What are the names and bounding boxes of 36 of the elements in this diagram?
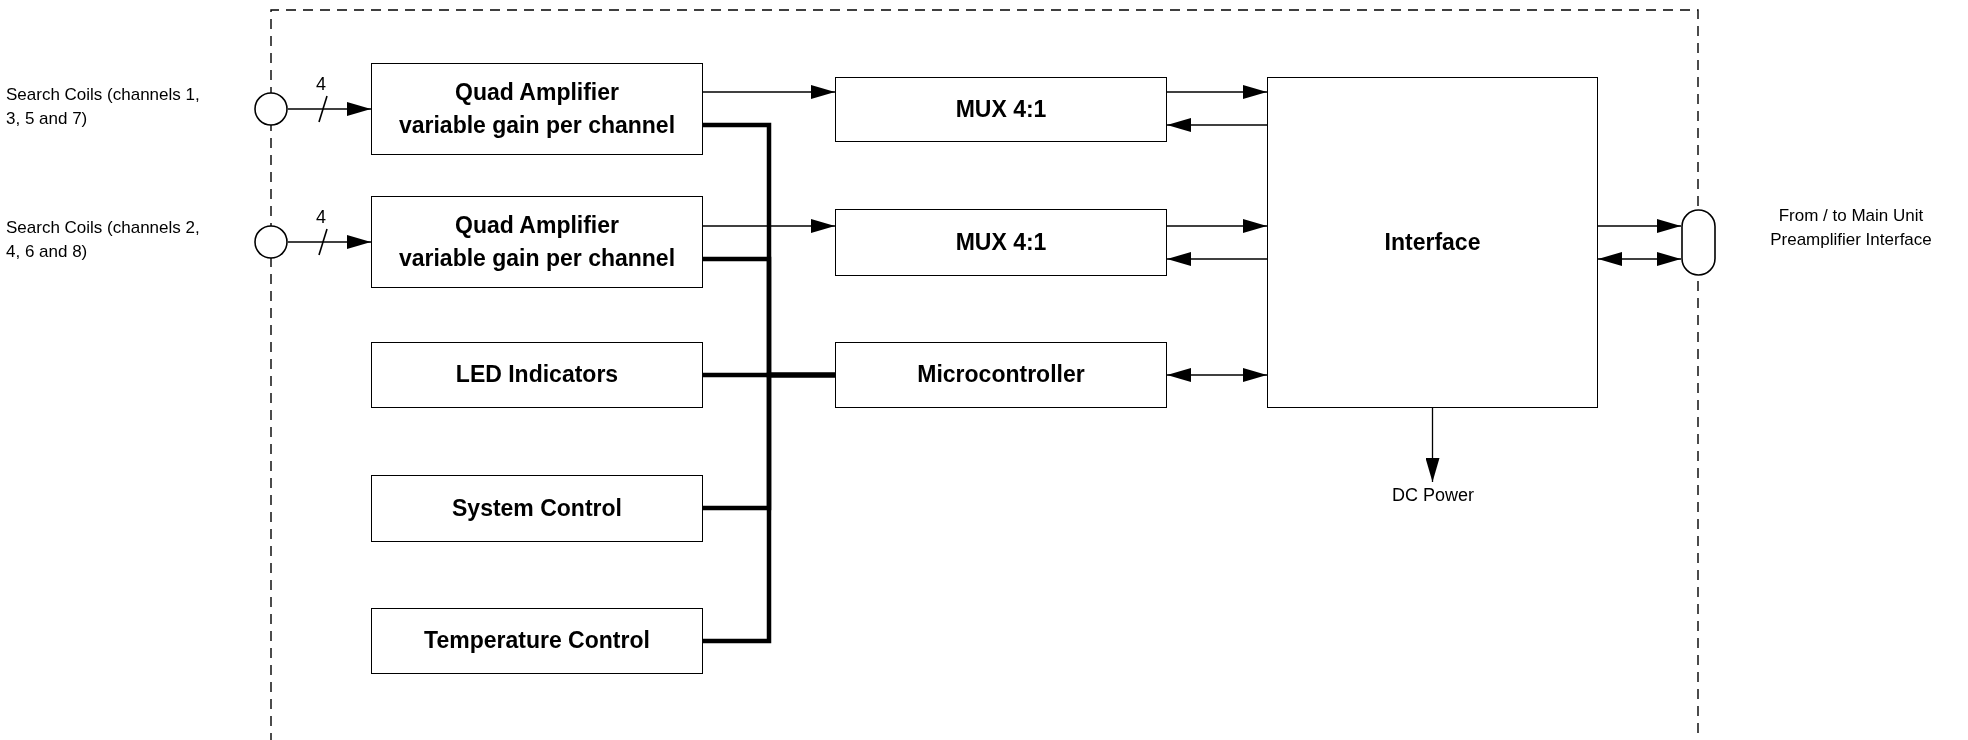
block-label: variable gain per channel (398, 244, 676, 273)
block-label: MUX 4:1 (955, 227, 1047, 257)
connector-arrow (287, 235, 372, 249)
output-label: DC Power (1378, 482, 1488, 508)
connector-arrow (702, 219, 836, 233)
block-box (371, 196, 703, 288)
block-label: MUX 4:1 (955, 94, 1047, 124)
port-caption: From / to Main Unit Preamplifier Interface (1769, 205, 1933, 251)
block-box (371, 63, 703, 155)
connector-arrow (1166, 252, 1268, 266)
block-label: System Control (452, 493, 622, 523)
connector-arrow (1425, 407, 1440, 483)
connector-arrow (1166, 368, 1268, 382)
block-label: Quad Amplifier (455, 77, 619, 107)
block-box (835, 342, 1167, 408)
block-label: variable gain per channel (398, 111, 676, 140)
connector-arrow (702, 85, 836, 99)
block-label: Microcontroller (917, 360, 1085, 390)
connector-arrow (1597, 219, 1682, 233)
connector-arrow (1166, 85, 1268, 99)
block-label: Temperature Control (424, 626, 650, 656)
port-caption: Search Coils (channels 1, 3, 5 and 7) (6, 84, 201, 130)
connector-arrow (1166, 118, 1268, 132)
block-box (835, 209, 1167, 276)
connector-arrow (287, 102, 372, 116)
block-box (371, 342, 703, 408)
block-label: LED Indicators (455, 360, 619, 390)
block-box (371, 608, 703, 674)
block-box (371, 475, 703, 542)
block-box (1267, 77, 1598, 408)
port-caption: Search Coils (channels 2, 4, 6 and 8) (6, 217, 201, 263)
block-box (835, 77, 1167, 142)
connector-arrow (1597, 252, 1682, 266)
block-label: Interface (1384, 227, 1481, 257)
connector-arrow (1166, 219, 1268, 233)
block-label: Quad Amplifier (455, 210, 619, 240)
